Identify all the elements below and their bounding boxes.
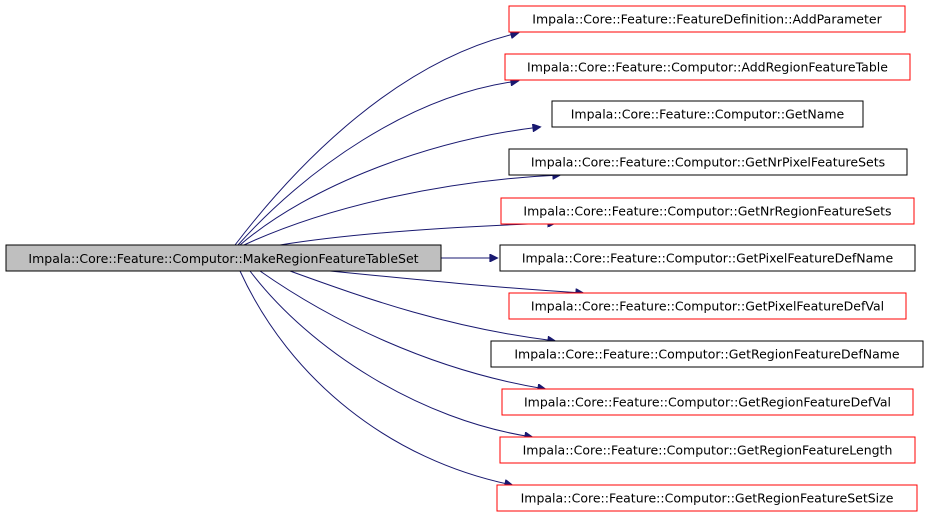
node-box	[508, 5, 906, 33]
node-label: Impala::Core::Feature::Computor::GetPixe…	[522, 251, 894, 266]
call-edge	[237, 81, 518, 246]
target-node-get-pixel-feature-def-name[interactable]: Impala::Core::Feature::Computor::GetPixe…	[499, 244, 916, 272]
call-edge	[239, 270, 512, 485]
target-node-add-parameter[interactable]: Impala::Core::Feature::FeatureDefinition…	[508, 5, 906, 33]
target-node-get-region-feature-def-val[interactable]: Impala::Core::Feature::Computor::GetRegi…	[501, 388, 914, 416]
node-label: Impala::Core::Feature::Computor::GetPixe…	[531, 299, 884, 314]
call-edge	[289, 270, 555, 341]
target-node-get-nr-pixel-feature-sets[interactable]: Impala::Core::Feature::Computor::GetNrPi…	[508, 148, 908, 176]
node-box	[508, 292, 907, 320]
call-edge	[279, 223, 555, 246]
target-node-get-region-feature-length[interactable]: Impala::Core::Feature::Computor::GetRegi…	[499, 436, 916, 464]
node-label: Impala::Core::Feature::FeatureDefinition…	[532, 12, 882, 27]
target-node-get-name[interactable]: Impala::Core::Feature::Computor::GetName	[551, 100, 864, 128]
node-box	[501, 388, 914, 416]
call-edge	[234, 33, 518, 246]
node-box	[551, 100, 864, 128]
target-node-get-nr-region-feature-sets[interactable]: Impala::Core::Feature::Computor::GetNrRe…	[500, 197, 915, 225]
node-box	[504, 53, 911, 81]
node-label: Impala::Core::Feature::Computor::GetRegi…	[524, 395, 891, 410]
edges	[234, 33, 583, 485]
call-edge	[249, 270, 532, 437]
node-label: Impala::Core::Feature::Computor::GetNrPi…	[531, 155, 885, 170]
target-node-add-region-feature-table[interactable]: Impala::Core::Feature::Computor::AddRegi…	[504, 53, 911, 81]
node-label: Impala::Core::Feature::Computor::GetRegi…	[523, 443, 893, 458]
node-label: Impala::Core::Feature::Computor::GetNrRe…	[523, 204, 891, 219]
node-label: Impala::Core::Feature::Computor::GetName	[571, 107, 845, 122]
node-box	[499, 436, 916, 464]
node-box	[508, 148, 908, 176]
call-edge	[243, 175, 560, 246]
target-node-get-pixel-feature-def-val[interactable]: Impala::Core::Feature::Computor::GetPixe…	[508, 292, 907, 320]
target-node-get-region-feature-set-size[interactable]: Impala::Core::Feature::Computor::GetRegi…	[496, 484, 918, 512]
call-edge	[239, 127, 540, 246]
call-edge	[259, 270, 545, 389]
node-box	[490, 340, 924, 368]
node-label: Impala::Core::Feature::Computor::GetRegi…	[521, 491, 894, 506]
call-edge	[329, 270, 583, 293]
node-box	[499, 244, 916, 272]
node-label: Impala::Core::Feature::Computor::AddRegi…	[527, 60, 888, 75]
target-node-get-region-feature-def-name[interactable]: Impala::Core::Feature::Computor::GetRegi…	[490, 340, 924, 368]
source-node[interactable]: Impala::Core::Feature::Computor::MakeReg…	[5, 244, 442, 272]
node-box	[500, 197, 915, 225]
node-label: Impala::Core::Feature::Computor::GetRegi…	[514, 347, 900, 362]
source-node-label: Impala::Core::Feature::Computor::MakeReg…	[28, 251, 418, 266]
source-node-box	[5, 244, 442, 272]
node-box	[496, 484, 918, 512]
